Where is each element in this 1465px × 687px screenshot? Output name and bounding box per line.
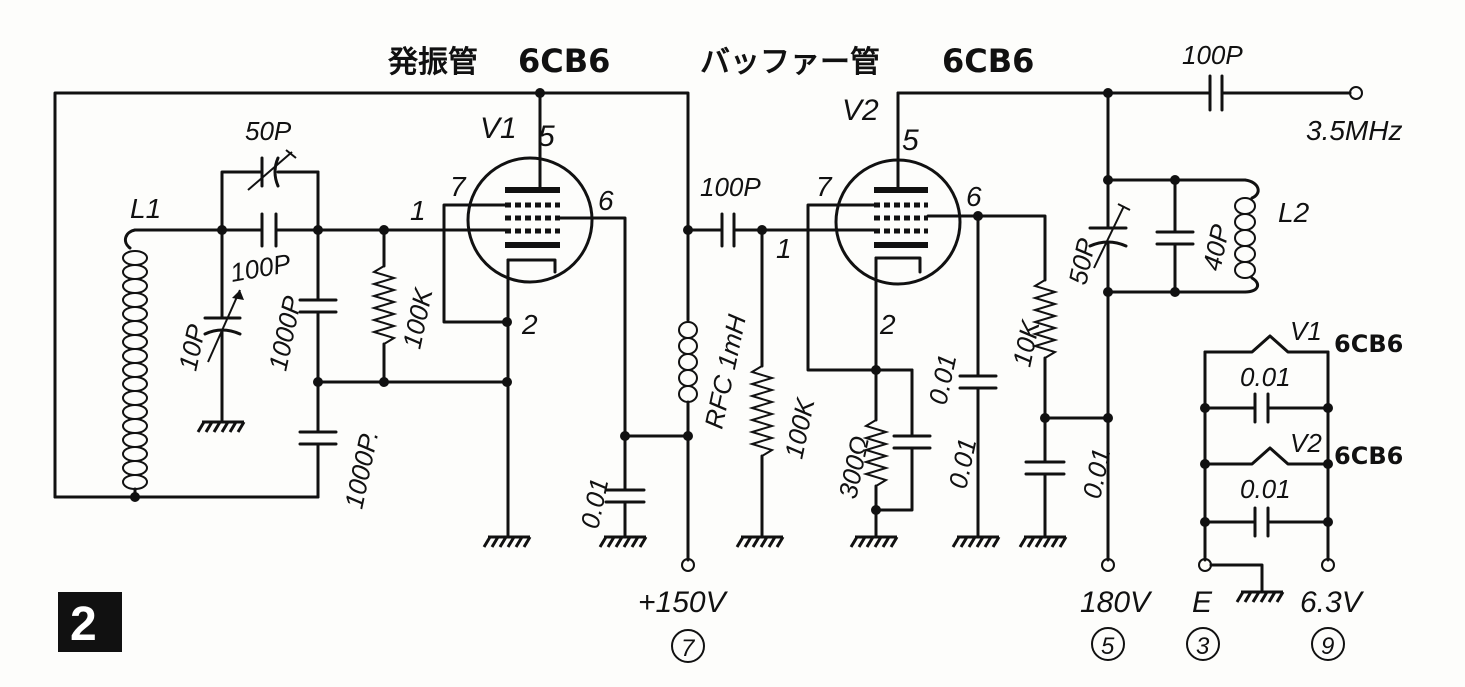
ground-symbol-6 — [951, 535, 1001, 548]
tube-v2 — [806, 91, 1202, 422]
capacitor-100p-out — [1106, 74, 1363, 112]
capacitor-1000p-a — [298, 228, 338, 384]
capacitor-001-a — [604, 434, 646, 538]
c-10p-label: 10P — [173, 321, 212, 373]
c-100p-coupling-label: 100P — [700, 172, 761, 202]
resistor-300-ohm — [862, 419, 890, 538]
heater-v1-tube: 6CB6 — [1334, 330, 1403, 358]
c-001-a-label: 0.01 — [575, 476, 615, 532]
capacitor-001-c — [958, 214, 998, 538]
c-001-b-label: 0.01 — [943, 436, 983, 492]
terminal-150v-pin: 7 — [681, 635, 696, 662]
ground-symbol-1 — [196, 420, 246, 433]
output-frequency: 3.5MHz — [1306, 115, 1402, 146]
terminal-heater-label: 6.3V — [1300, 586, 1365, 619]
c-100p-out-label: 100P — [1182, 40, 1243, 70]
buffer-title-label: バッファー管 — [700, 45, 880, 80]
c-50p-trim-label: 50P — [245, 116, 292, 146]
v2-pin1: 1 — [776, 233, 792, 264]
c-001-c-label: 0.01 — [923, 352, 963, 408]
figure-number: 2 — [70, 598, 97, 651]
capacitor-1000p-b — [298, 380, 338, 499]
oscillator-title-label: 発振管 — [387, 45, 478, 80]
ground-symbol-3 — [598, 535, 648, 548]
v2-pin2: 2 — [879, 309, 896, 340]
capacitor-100p-grid — [220, 212, 320, 248]
ground-symbol-2 — [482, 535, 532, 548]
l1-label: L1 — [130, 193, 161, 224]
capacitor-001-d — [1024, 416, 1066, 538]
v2-pin7: 7 — [816, 171, 833, 202]
c-1000p-a-label: 1000P — [263, 293, 308, 373]
terminal-150v-label: +150V — [638, 586, 729, 619]
ground-symbol-5 — [849, 535, 899, 548]
l2-label: L2 — [1278, 197, 1310, 228]
c-50p-tank-label: 50P — [1063, 235, 1102, 287]
heater-v2-tube: 6CB6 — [1334, 442, 1403, 470]
tube-v1 — [442, 88, 627, 538]
v1-pin6: 6 — [598, 185, 614, 216]
c-001-d-label: 0.01 — [1077, 446, 1117, 502]
c-1000p-b-label: 1000P. — [339, 428, 385, 512]
v2-label: V2 — [842, 94, 879, 127]
terminal-earth-label: E — [1192, 586, 1213, 619]
l2-coil — [1234, 178, 1260, 294]
capacitor-10p-variable — [203, 228, 244, 422]
trimmer-50p — [220, 149, 320, 232]
v1-pin1: 1 — [410, 195, 426, 226]
rfc-choke — [678, 228, 698, 572]
terminal-180v-label: 180V — [1080, 586, 1153, 619]
rfc-label: RFC 1mH — [699, 312, 752, 431]
v1-pin5: 5 — [538, 120, 555, 153]
v2-pin6: 6 — [966, 181, 982, 212]
v1-pin7: 7 — [450, 171, 467, 202]
terminal-180v-pin: 5 — [1101, 633, 1115, 660]
heater-v1-label: V1 — [1290, 316, 1322, 346]
v1-label: V1 — [480, 112, 517, 145]
terminal-heater-pin: 9 — [1321, 633, 1334, 660]
ground-symbol-7 — [1018, 535, 1068, 548]
oscillator-title-tube: 6CB6 — [518, 42, 610, 80]
figure-badge — [58, 592, 122, 652]
r-300-label: 300Ω — [833, 433, 875, 501]
tank-circuit — [1088, 91, 1247, 572]
capacitor-100p-coupling — [686, 212, 842, 248]
resistor-100k-a — [370, 228, 398, 384]
buffer-title-tube: 6CB6 — [942, 42, 1034, 80]
r-100k-a-label: 100K — [397, 284, 439, 351]
ground-symbol-8 — [1235, 590, 1285, 603]
v1-pin2: 2 — [521, 309, 538, 340]
c-100p-grid-label: 100P — [228, 248, 294, 288]
heater-v2-label: V2 — [1290, 428, 1322, 458]
r-10k-label: 10K — [1007, 316, 1046, 369]
heater-v2-cap: 0.01 — [1240, 474, 1291, 504]
heater-v1-cap: 0.01 — [1240, 362, 1291, 392]
feedback-wire — [53, 91, 690, 499]
v2-pin5: 5 — [902, 124, 919, 157]
capacitor-001-b — [874, 368, 932, 512]
c-40p-label: 40P — [1197, 221, 1236, 273]
resistor-10k — [1031, 279, 1059, 420]
ground-symbol-4 — [735, 535, 785, 548]
l1-coil — [122, 228, 224, 502]
resistor-100k-b — [748, 228, 776, 538]
terminal-earth-pin: 3 — [1196, 633, 1210, 660]
r-100k-b-label: 100K — [779, 394, 821, 461]
